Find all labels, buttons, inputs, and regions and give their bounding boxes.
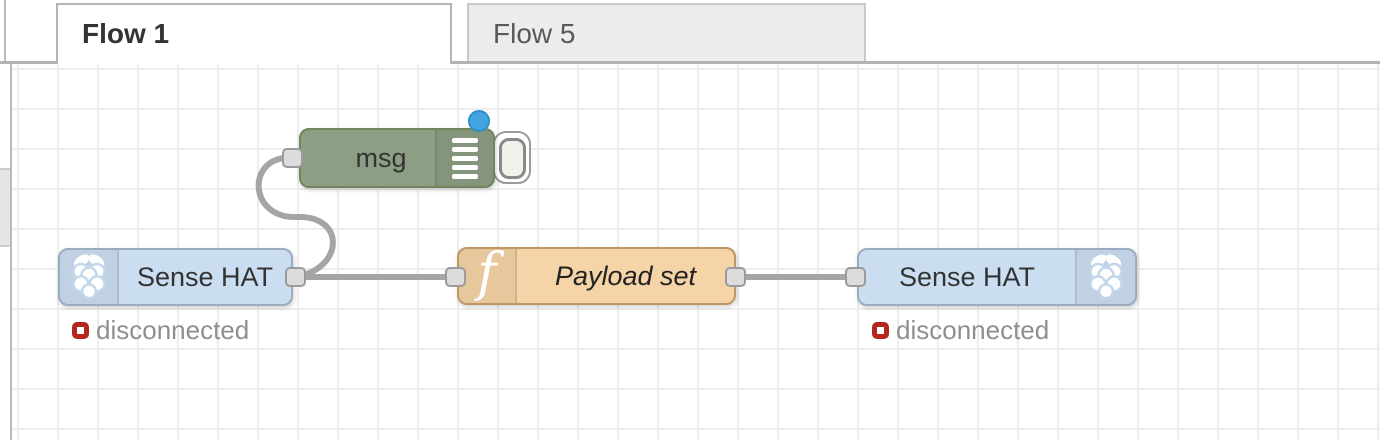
node-changed-indicator bbox=[468, 110, 490, 132]
palette-edge-item bbox=[0, 168, 10, 247]
palette-edge bbox=[0, 63, 12, 440]
sensehat-in-label: Sense HAT bbox=[136, 261, 274, 292]
wire-sensehat-to-debug[interactable] bbox=[255, 155, 336, 280]
status-error-ring-icon bbox=[872, 322, 889, 339]
node-debug-msg[interactable]: msg bbox=[299, 128, 495, 188]
function-output-port[interactable] bbox=[725, 267, 746, 287]
sensehat-out-status-text: disconnected bbox=[896, 315, 1050, 345]
node-function-payload-set[interactable]: f Payload set bbox=[457, 247, 736, 305]
tab-flow-1[interactable]: Flow 1 bbox=[56, 3, 452, 64]
sensehat-out-input-port[interactable] bbox=[845, 267, 866, 287]
sensehat-out-label: Sense HAT bbox=[898, 261, 1036, 292]
raspberry-pi-icon bbox=[60, 250, 119, 304]
function-node-label: Payload set bbox=[554, 260, 697, 291]
header-left-divider bbox=[4, 0, 6, 61]
status-error-ring-icon bbox=[72, 322, 89, 339]
debug-toggle-button-tab bbox=[499, 138, 526, 179]
debug-node-label: msg bbox=[355, 142, 407, 173]
function-input-port[interactable] bbox=[445, 267, 466, 287]
sensehat-in-status: disconnected bbox=[72, 315, 249, 346]
debug-input-port[interactable] bbox=[282, 148, 303, 168]
node-sensehat-input[interactable]: Sense HAT bbox=[58, 248, 293, 306]
function-icon: f bbox=[459, 247, 517, 303]
debug-list-icon bbox=[452, 137, 478, 179]
node-sensehat-output[interactable]: Sense HAT bbox=[857, 248, 1137, 306]
tab-bar-bottom-border bbox=[0, 61, 1380, 64]
tab-flow-5-label: Flow 5 bbox=[493, 18, 576, 49]
raspberry-pi-icon bbox=[1075, 250, 1135, 304]
debug-icon bbox=[435, 130, 493, 186]
sensehat-out-status: disconnected bbox=[872, 315, 1049, 346]
debug-toggle-button[interactable] bbox=[493, 131, 531, 184]
sensehat-in-output-port[interactable] bbox=[285, 267, 306, 287]
tab-flow-1-label: Flow 1 bbox=[82, 18, 170, 49]
sensehat-in-status-text: disconnected bbox=[96, 315, 250, 345]
tab-flow-5[interactable]: Flow 5 bbox=[467, 3, 866, 61]
